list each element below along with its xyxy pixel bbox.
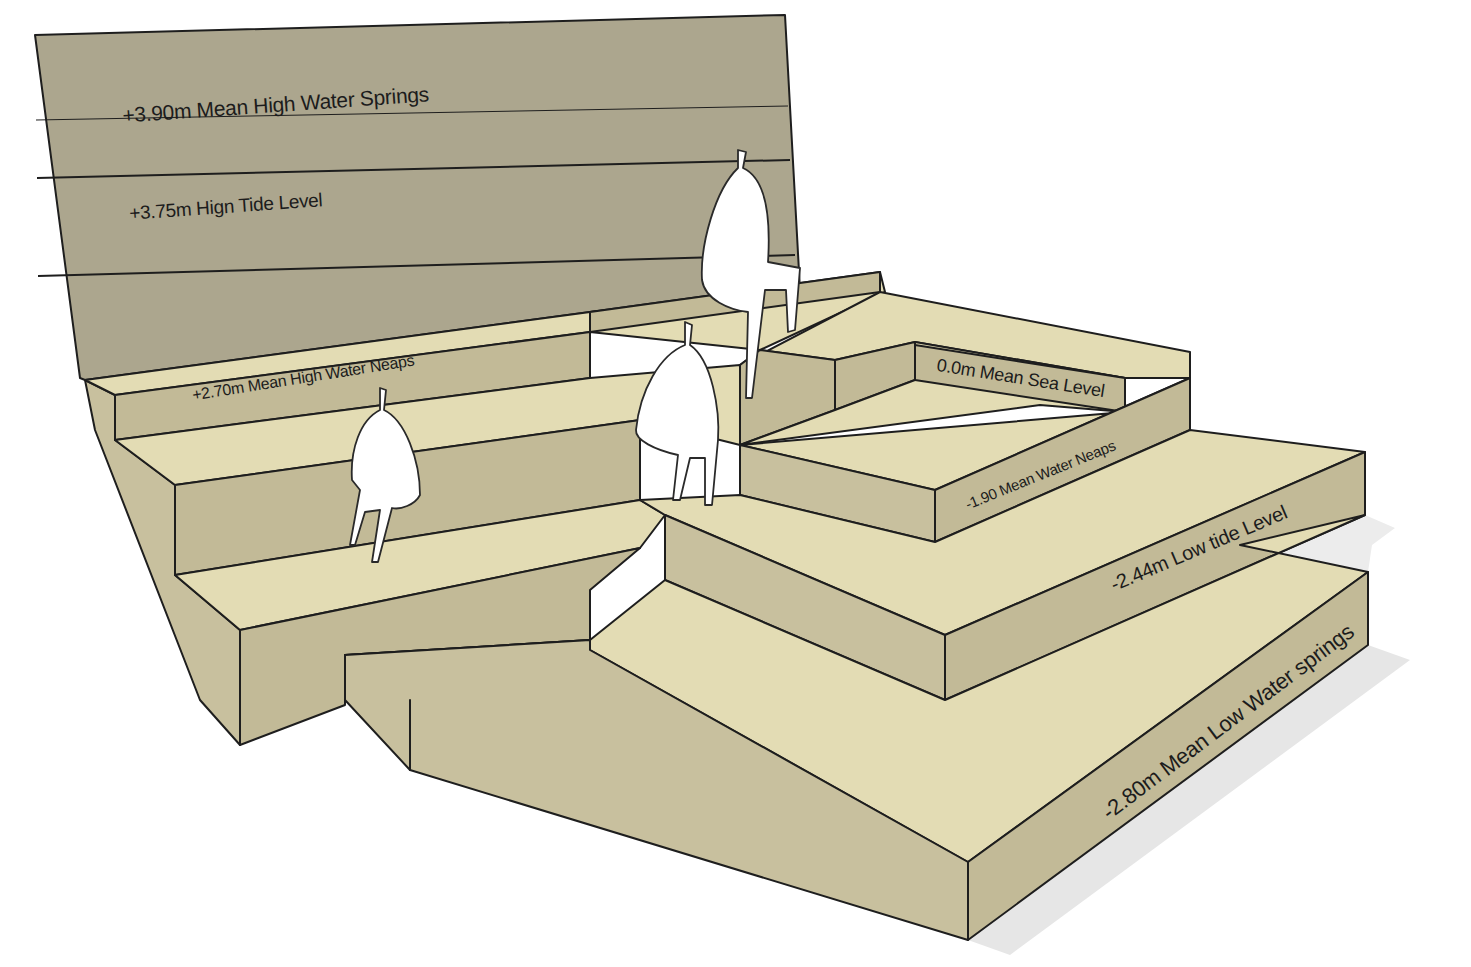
step-riser	[915, 345, 1125, 412]
level-line	[38, 255, 795, 276]
seated-figure	[636, 322, 718, 505]
seated-figure	[702, 150, 800, 398]
step-riser	[968, 572, 1368, 940]
step-riser	[409, 700, 411, 770]
seated-figure	[350, 388, 420, 562]
step-riser	[345, 640, 968, 940]
level-line	[37, 160, 790, 178]
